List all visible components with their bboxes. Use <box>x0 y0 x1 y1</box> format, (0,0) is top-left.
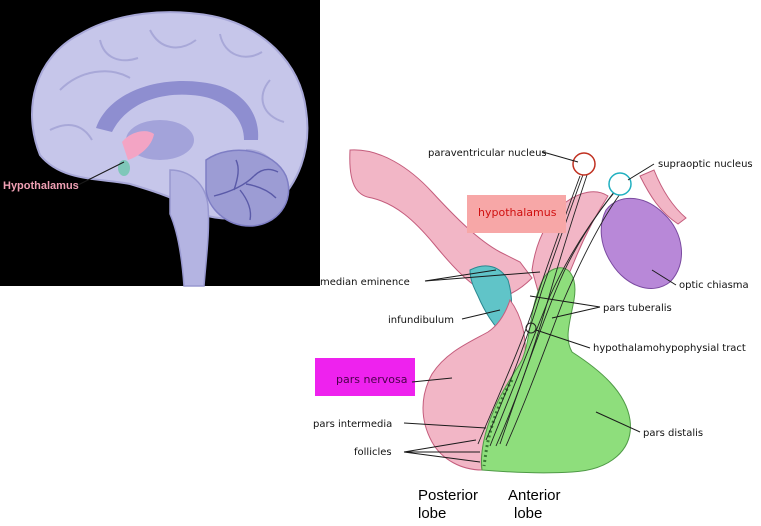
optic-chiasma <box>600 197 682 289</box>
hypothalamus-pointer <box>75 161 125 187</box>
pointer-lines <box>403 151 677 463</box>
pars-distalis-label: pars distalis <box>643 428 703 439</box>
pars-nervosa-label: pars nervosa <box>336 373 407 386</box>
paraventricular-nucleus-cell <box>572 152 596 176</box>
corpus-callosum <box>96 81 259 140</box>
posterior-lobe-caption-2: lobe <box>418 505 446 522</box>
hypothalamohypophysial-tract-label: hypothalamohypophysial tract <box>593 343 746 354</box>
pars-intermedia-band <box>482 379 514 467</box>
supraoptic-nucleus-cell <box>608 172 632 196</box>
pars-tuberalis-label: pars tuberalis <box>603 303 672 314</box>
nerve-fibers <box>477 171 621 447</box>
third-ventricle-wall <box>639 169 687 225</box>
follicles-label: follicles <box>354 447 392 458</box>
tract-marker <box>525 322 537 334</box>
gland-diagram: hypothalamus pars nervosa paraventricula… <box>313 148 753 522</box>
brainstem <box>169 169 210 287</box>
hypothalamus-label: hypothalamus <box>478 206 557 219</box>
posterior-lobe-caption-1: Posterior <box>418 487 478 504</box>
arbor-vitae <box>213 159 279 221</box>
pars-intermedia-label: pars intermedia <box>313 419 392 430</box>
hypothalamus-box <box>467 195 566 233</box>
median-eminence-label: median eminence <box>320 277 410 288</box>
paraventricular-nucleus-label: paraventricular nucleus <box>428 148 547 159</box>
anterior-lobe-caption-1: Anterior <box>508 487 561 504</box>
brain-panel: Hypothalamus <box>0 0 320 287</box>
supraoptic-nucleus-label: supraoptic nucleus <box>658 159 753 170</box>
anterior-lobe-caption-2: lobe <box>514 505 542 522</box>
hypothalamus-highlight <box>122 131 154 160</box>
optic-chiasma-label: optic chiasma <box>679 280 749 291</box>
infundibulum-label: infundibulum <box>388 315 454 326</box>
pars-nervosa-box <box>315 358 415 396</box>
brain-hypothalamus-label: Hypothalamus <box>3 180 79 192</box>
